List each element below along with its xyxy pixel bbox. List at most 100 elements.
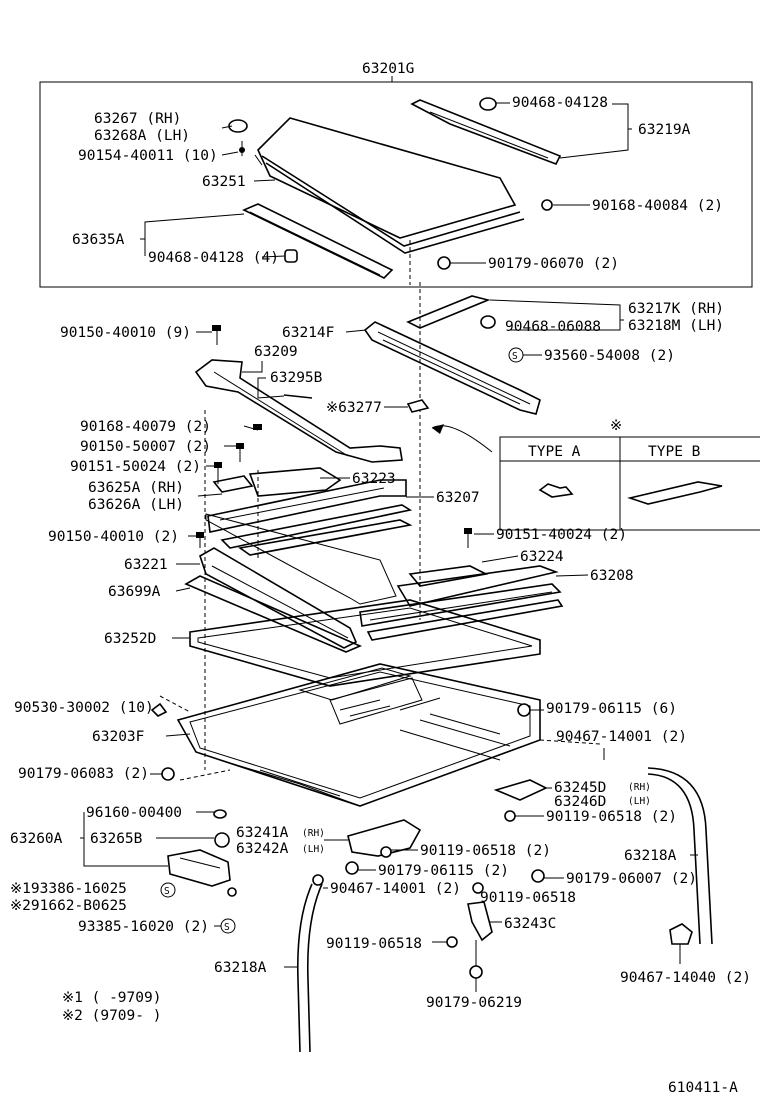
inset-type-a: TYPE A — [528, 444, 581, 460]
housing-63214f — [363, 295, 541, 415]
label-63626a: 63626A (LH) — [88, 497, 184, 513]
label-63243c: 63243C — [504, 916, 556, 932]
housing-63203f — [176, 663, 541, 807]
clip-90168 — [541, 199, 553, 211]
type-inset — [499, 436, 760, 531]
label-63209: 63209 — [254, 344, 298, 360]
label-63219a: 63219A — [638, 122, 691, 138]
label-63246d-side: (LH) — [628, 796, 651, 807]
label-90467-01: 90467-14001 (2) — [556, 729, 687, 745]
label-63223: 63223 — [352, 471, 396, 487]
label-96160: 96160-00400 — [86, 805, 182, 821]
bracket-63267 — [228, 119, 248, 156]
seal-63699a — [184, 575, 363, 653]
motor-63260a — [167, 832, 237, 897]
label-90150-2: 90150-40010 (2) — [48, 529, 179, 545]
label-63218a-l: 63218A — [214, 960, 267, 976]
label-90119-518-2b: 90119-06518 (2) — [420, 843, 551, 859]
label-63242a: 63242A — [236, 841, 289, 857]
label-90119-518-2: 90119-06518 (2) — [546, 809, 677, 825]
label-63277: ※63277 — [326, 400, 382, 416]
label-90150-9: 90150-40010 (9) — [60, 325, 191, 341]
label-90179-219: 90179-06219 — [426, 995, 522, 1011]
shim-63295b — [283, 394, 313, 399]
group-box — [39, 81, 753, 288]
label-90119-518: 90119-06518 — [480, 890, 576, 906]
label-63246d: 63246D — [554, 794, 606, 810]
glass-panel — [254, 117, 525, 254]
svg-text:S: S — [512, 351, 518, 362]
label-93385: 93385-16020 (2) — [78, 919, 209, 935]
label-90467-01b: 90467-14001 (2) — [330, 881, 461, 897]
label-63218m: 63218M (LH) — [628, 318, 724, 334]
label-90468-4: 90468-04128 (4) — [148, 250, 279, 266]
label-93560: 93560-54008 (2) — [544, 348, 675, 364]
label-63295b: 63295B — [270, 370, 323, 386]
label-90154: 90154-40011 (10) — [78, 148, 218, 164]
label-90530: 90530-30002 (10) — [14, 700, 154, 716]
label-63251: 63251 — [202, 174, 246, 190]
label-63221: 63221 — [124, 557, 168, 573]
label-63224: 63224 — [520, 549, 564, 565]
label-90151-50024: 90151-50024 (2) — [70, 459, 201, 475]
label-63268a: 63268A (LH) — [94, 128, 190, 144]
inset-arrow — [431, 425, 493, 453]
label-63217k: 63217K (RH) — [628, 301, 724, 317]
label-291662: ※291662-B0625 — [10, 898, 127, 914]
label-90179-007: 90179-06007 (2) — [566, 871, 697, 887]
label-90468-top: 90468-04128 — [512, 95, 608, 111]
shim-63277 — [406, 399, 430, 413]
shim-type-a — [538, 483, 574, 498]
label-90179-083: 90179-06083 (2) — [18, 766, 149, 782]
label-63245d-side: (RH) — [628, 782, 651, 793]
shim-type-b — [627, 481, 723, 505]
label-193386: ※193386-16025 — [10, 881, 127, 897]
drive-cable-63209 — [194, 359, 403, 463]
label-63265b: 63265B — [90, 831, 143, 847]
label-90168-84: 90168-40084 (2) — [592, 198, 723, 214]
bracket-63245d — [493, 779, 548, 801]
diagram-code: 610411-A — [668, 1080, 738, 1096]
weatherstrip-63252d — [189, 599, 541, 687]
seal-63207 — [205, 513, 397, 605]
label-63699a: 63699A — [108, 584, 161, 600]
label-90150-07: 90150-50007 (2) — [80, 439, 211, 455]
group-label: 63201G — [362, 61, 414, 77]
drain-hose-right — [647, 773, 701, 945]
label-63635a: 63635A — [72, 232, 125, 248]
label-90179-70: 90179-06070 (2) — [488, 256, 619, 272]
label-63218a-r: 63218A — [624, 848, 677, 864]
label-63207: 63207 — [436, 490, 480, 506]
guide-rail-right — [359, 565, 564, 641]
bracket-63223 — [248, 467, 342, 497]
label-63203f: 63203F — [92, 729, 144, 745]
label-63241a-side: (RH) — [302, 828, 325, 839]
label-63245d: 63245D — [554, 780, 606, 796]
clip-90179 — [437, 256, 451, 270]
label-63267: 63267 (RH) — [94, 111, 181, 127]
clip-90467-14040 — [669, 923, 693, 945]
label-63260a: 63260A — [10, 831, 63, 847]
rear-rail — [242, 203, 394, 279]
svg-text:S: S — [224, 922, 230, 933]
bracket-63625a — [212, 475, 254, 493]
label-63625a: 63625A (RH) — [88, 480, 184, 496]
label-63252d: 63252D — [104, 631, 156, 647]
label-90179-115-2: 90179-06115 (2) — [378, 863, 509, 879]
drain-hose-left — [296, 883, 313, 1053]
label-63214f: 63214F — [282, 325, 334, 341]
label-63208: 63208 — [590, 568, 634, 584]
svg-text:S: S — [164, 886, 170, 897]
label-90119-518-c: 90119-06518 — [326, 936, 422, 952]
front-rail — [410, 97, 562, 166]
label-63242a-side: (LH) — [302, 844, 325, 855]
inset-mark: ※ — [610, 418, 622, 434]
label-90467-40: 90467-14040 (2) — [620, 970, 751, 986]
note-1: ※1 ( -9709) — [62, 990, 161, 1006]
guide-rail-left — [207, 479, 413, 556]
label-90151-40024: 90151-40024 (2) — [496, 527, 627, 543]
note-2: ※2 (9709- ) — [62, 1008, 161, 1024]
guide-rail-63221 — [199, 547, 358, 649]
